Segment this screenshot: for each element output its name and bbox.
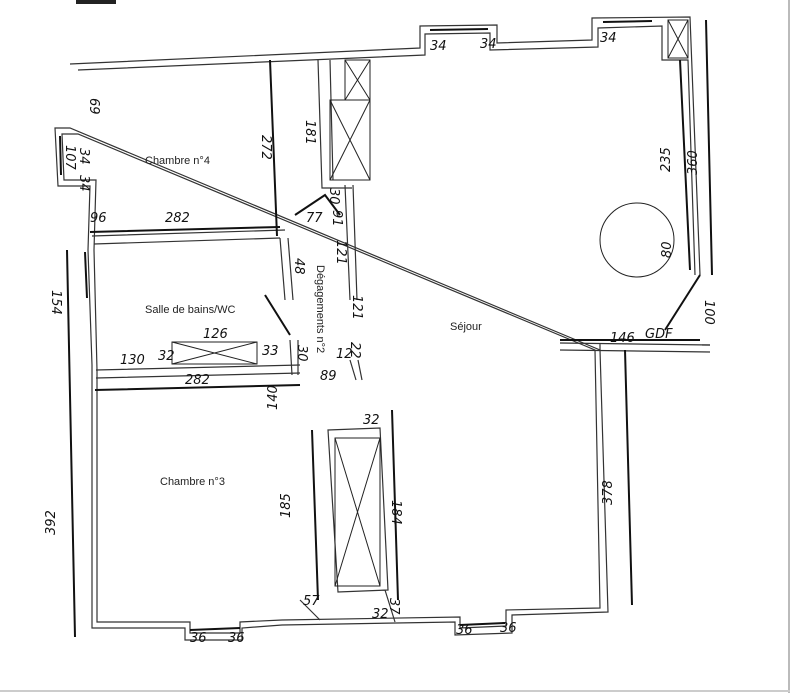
svg-text:89: 89 (320, 369, 337, 384)
svg-text:91: 91 (329, 210, 344, 227)
svg-text:36: 36 (456, 623, 473, 638)
svg-text:77: 77 (306, 211, 323, 226)
svg-text:34: 34 (480, 37, 497, 52)
room-label-salle-de-bains: Salle de bains/WC (145, 304, 236, 316)
svg-text:185: 185 (279, 493, 294, 518)
svg-text:57: 57 (303, 594, 320, 609)
svg-text:34: 34 (600, 31, 617, 46)
svg-text:37: 37 (386, 598, 401, 615)
sdb-wall (279, 237, 299, 376)
svg-text:36: 36 (228, 631, 245, 646)
svg-text:130: 130 (120, 353, 145, 368)
svg-text:36: 36 (500, 621, 517, 636)
inner-wall (61, 25, 696, 634)
svg-text:235: 235 (659, 147, 674, 172)
svg-text:154: 154 (48, 290, 63, 315)
svg-text:282: 282 (165, 211, 190, 226)
ch3-north-wall (95, 364, 301, 379)
svg-text:34: 34 (76, 148, 91, 165)
svg-text:100: 100 (701, 300, 716, 325)
svg-text:32: 32 (372, 607, 389, 622)
svg-text:30: 30 (294, 345, 309, 362)
svg-text:121: 121 (349, 295, 364, 320)
svg-text:GDF: GDF (645, 327, 673, 342)
corridor-wall (344, 184, 363, 381)
svg-text:107: 107 (62, 145, 77, 171)
room-label-chambre3: Chambre n°3 (160, 476, 225, 488)
svg-text:140: 140 (266, 385, 281, 410)
page-border-bottom (0, 690, 790, 692)
svg-text:378: 378 (601, 480, 616, 505)
svg-text:146: 146 (610, 331, 635, 346)
svg-text:32: 32 (158, 349, 175, 364)
svg-text:360: 360 (686, 150, 701, 175)
svg-text:22: 22 (347, 342, 362, 359)
ch4-south-wall (91, 229, 286, 245)
corner-mark (76, 0, 116, 4)
svg-text:272: 272 (258, 135, 273, 160)
room-label-chambre4: Chambre n°4 (145, 155, 210, 167)
svg-text:282: 282 (185, 373, 210, 388)
svg-text:36: 36 (190, 631, 207, 646)
svg-text:30: 30 (326, 188, 341, 205)
windows (59, 20, 653, 631)
sejour-south-wall (559, 342, 711, 353)
svg-text:34: 34 (430, 39, 447, 54)
dimension-labels: 34 34 34 69 107 34 34 96 282 272 181 30 … (44, 31, 716, 646)
closet-outline (299, 59, 396, 623)
svg-text:12: 12 (336, 347, 353, 362)
svg-text:48: 48 (291, 258, 306, 275)
page-border-right (788, 0, 790, 693)
svg-text:392: 392 (44, 510, 59, 535)
svg-text:126: 126 (203, 327, 228, 342)
svg-text:33: 33 (262, 344, 279, 359)
svg-text:96: 96 (90, 211, 107, 226)
svg-text:121: 121 (333, 240, 348, 265)
svg-text:184: 184 (388, 500, 403, 525)
outer-wall (54, 16, 710, 641)
svg-text:34: 34 (76, 175, 91, 192)
room-label-degagements: Dégagements n°2 (314, 265, 326, 353)
svg-text:80: 80 (660, 241, 675, 258)
closet-cross (171, 19, 689, 587)
svg-text:32: 32 (363, 413, 380, 428)
svg-text:181: 181 (302, 120, 317, 145)
svg-text:69: 69 (86, 98, 101, 115)
room-label-sejour: Séjour (450, 321, 482, 333)
dimension-lines (66, 19, 713, 638)
